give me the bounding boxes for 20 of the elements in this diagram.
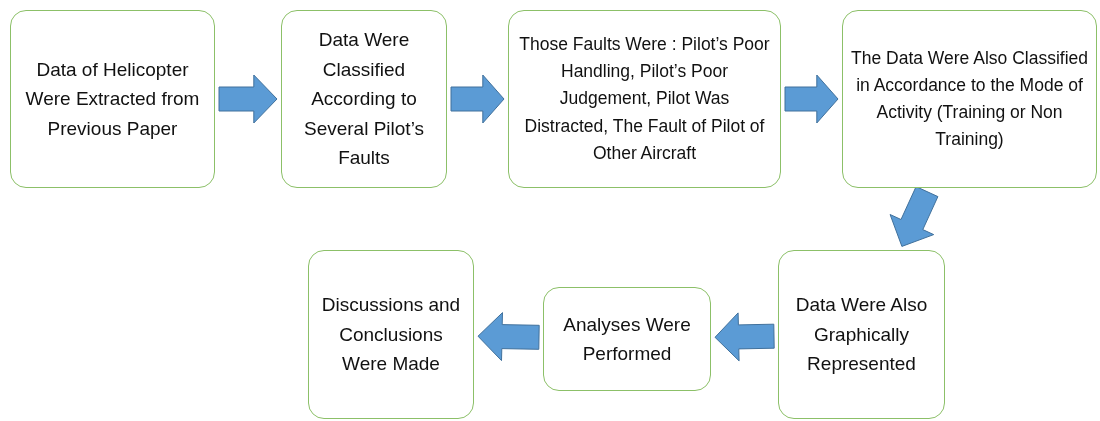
block-arrow [784,74,839,124]
step-text: Data Were Classified According to Several Pilot’s Faults [302,28,425,171]
process-box [281,10,447,188]
block-arrow [218,74,278,124]
step-text: Discussions and Conclusions Were Made [320,293,462,377]
process-box [543,287,711,391]
step-text: Data of Helicopter Were Extracted from Previous Paper [24,57,201,141]
step-text: Those Faults Were : Pilot’s Poor Handling, Pilot’s Poor Judgement, Pilot Was Distracted, The Fault of Pilot of Other Aircraft [518,33,771,165]
block-arrow [889,186,939,247]
process-box [842,10,1097,188]
block-arrow [450,74,505,124]
step-text: Data Were Also Graphically Represented [794,293,929,377]
block-arrow [714,312,775,362]
step-text: The Data Were Also Classified in Accordance to the Mode of Activity (Training or Non Training) [851,46,1088,152]
process-box [10,10,215,188]
block-arrow [477,312,540,362]
process-box [508,10,781,188]
process-box [778,250,945,419]
process-box [308,250,474,419]
step-text: Analyses Were Performed [562,312,692,366]
